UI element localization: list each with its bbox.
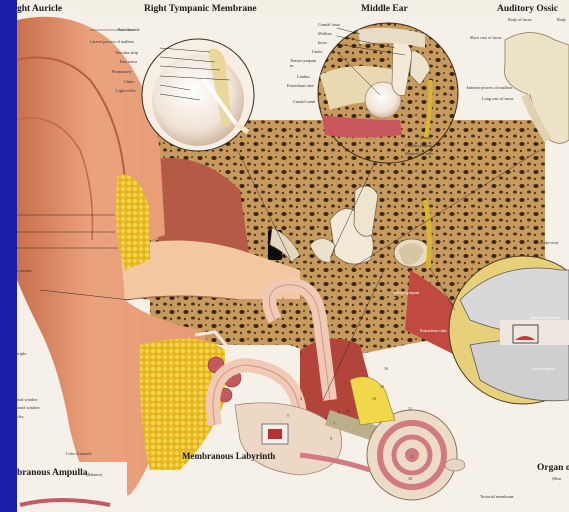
tympanic-membrane-inset <box>142 39 254 151</box>
lab-num-5: 5 <box>287 413 289 418</box>
label-malleus: Malleus <box>318 31 332 36</box>
ampulla-note: (Balance) <box>86 472 102 477</box>
label-ductus-cochlearis: Ductus cochlearis <box>531 315 560 320</box>
label-ossicles-left: cles <box>17 414 24 419</box>
lab-num-13: 13 <box>372 396 376 401</box>
lab-num-2: 2 <box>298 336 300 341</box>
lab-num-3: 3 <box>300 351 302 356</box>
middle-ear-inset <box>318 23 458 163</box>
label-light-reflex: Light reflex <box>116 88 136 93</box>
label-scala-tympani: Scala tympani <box>532 366 555 371</box>
label-lateral-process: Lateral process of malleus <box>90 39 134 44</box>
organ-note: (Hear <box>552 476 562 481</box>
heading-auditory-ossicles: Auditory Ossic <box>497 4 558 14</box>
label-incus: Incus <box>318 40 327 45</box>
label-oval-window: rnal window <box>17 397 38 402</box>
label-limbus: Limbus <box>297 74 310 79</box>
lab-num-10: 10 <box>408 476 412 481</box>
label-chorda-tympani: Chorda tympani n. <box>405 143 436 148</box>
label-cranial-fossa: Cranial fossa <box>318 22 340 27</box>
label-umbo: Umbo <box>124 79 134 84</box>
label-eustachian-canal: Eustachian tube <box>420 328 450 333</box>
lab-num-11: 11 <box>410 454 414 459</box>
label-carotid-canal: Carotid canal <box>293 99 319 104</box>
label-eustachian-tube: Eustachian tube <box>287 83 317 88</box>
label-stapes: Stapes <box>420 135 431 140</box>
lab-num-9: 9 <box>330 436 332 441</box>
label-pars-flaccida: Pars flaccida <box>118 27 140 32</box>
heading-membranous-ampulla: branous Ampulla <box>17 468 88 478</box>
lab-num-4: 4 <box>300 396 302 401</box>
lab-num-6: 6 <box>325 416 327 421</box>
label-vascular-strip: Vascular strip <box>115 50 138 55</box>
lab-num-14: 14 <box>345 408 349 413</box>
lab-num-7: 7 <box>333 421 335 426</box>
lab-num-15: 15 <box>380 384 384 389</box>
label-round-window: ound window <box>17 405 40 410</box>
lab-num-8: 8 <box>338 410 340 415</box>
label-anterior-process: Anterior process of malleus <box>466 85 512 90</box>
label-mastoid-air-cells: Mastoid air cells <box>405 151 433 156</box>
heading-organ: Organ o <box>537 463 569 473</box>
label-long-crus: Long crus of incus <box>482 96 513 101</box>
label-tensor-tympani: Tensor tympani m. <box>290 58 320 68</box>
heading-membranous-labyrinth: Membranous Labyrinth <box>182 451 275 461</box>
label-tectorial-membrane: Tectorial membrane <box>480 494 514 499</box>
label-iciple: iciple <box>17 351 26 356</box>
label-promontory: Promontory <box>112 69 132 74</box>
label-meatus: s meatus <box>17 268 32 273</box>
lab-num-12: 12 <box>408 406 412 411</box>
label-pars-tensa: Pars tensa <box>120 59 137 64</box>
label-umbo-me: Umbo <box>312 49 322 54</box>
label-body-of-incus: Body of incus <box>508 17 532 22</box>
lab-num-16: 16 <box>384 366 388 371</box>
label-scala-vestibuli: Scala vesti <box>540 240 558 245</box>
heading-auricle: ght Auricle <box>17 4 62 14</box>
label-body: Body <box>557 17 566 22</box>
heading-tympanic-membrane: Right Tympanic Membrane <box>144 4 257 14</box>
label-short-crus: Short crus of incus <box>470 35 502 40</box>
label-tensor-tympani-m: Tensor tympani m. <box>393 290 423 300</box>
lab-num-1: 1 <box>282 296 284 301</box>
heading-middle-ear: Middle Ear <box>361 4 408 14</box>
label-lobe-of-auricle: Lobe of auricle <box>66 451 92 456</box>
